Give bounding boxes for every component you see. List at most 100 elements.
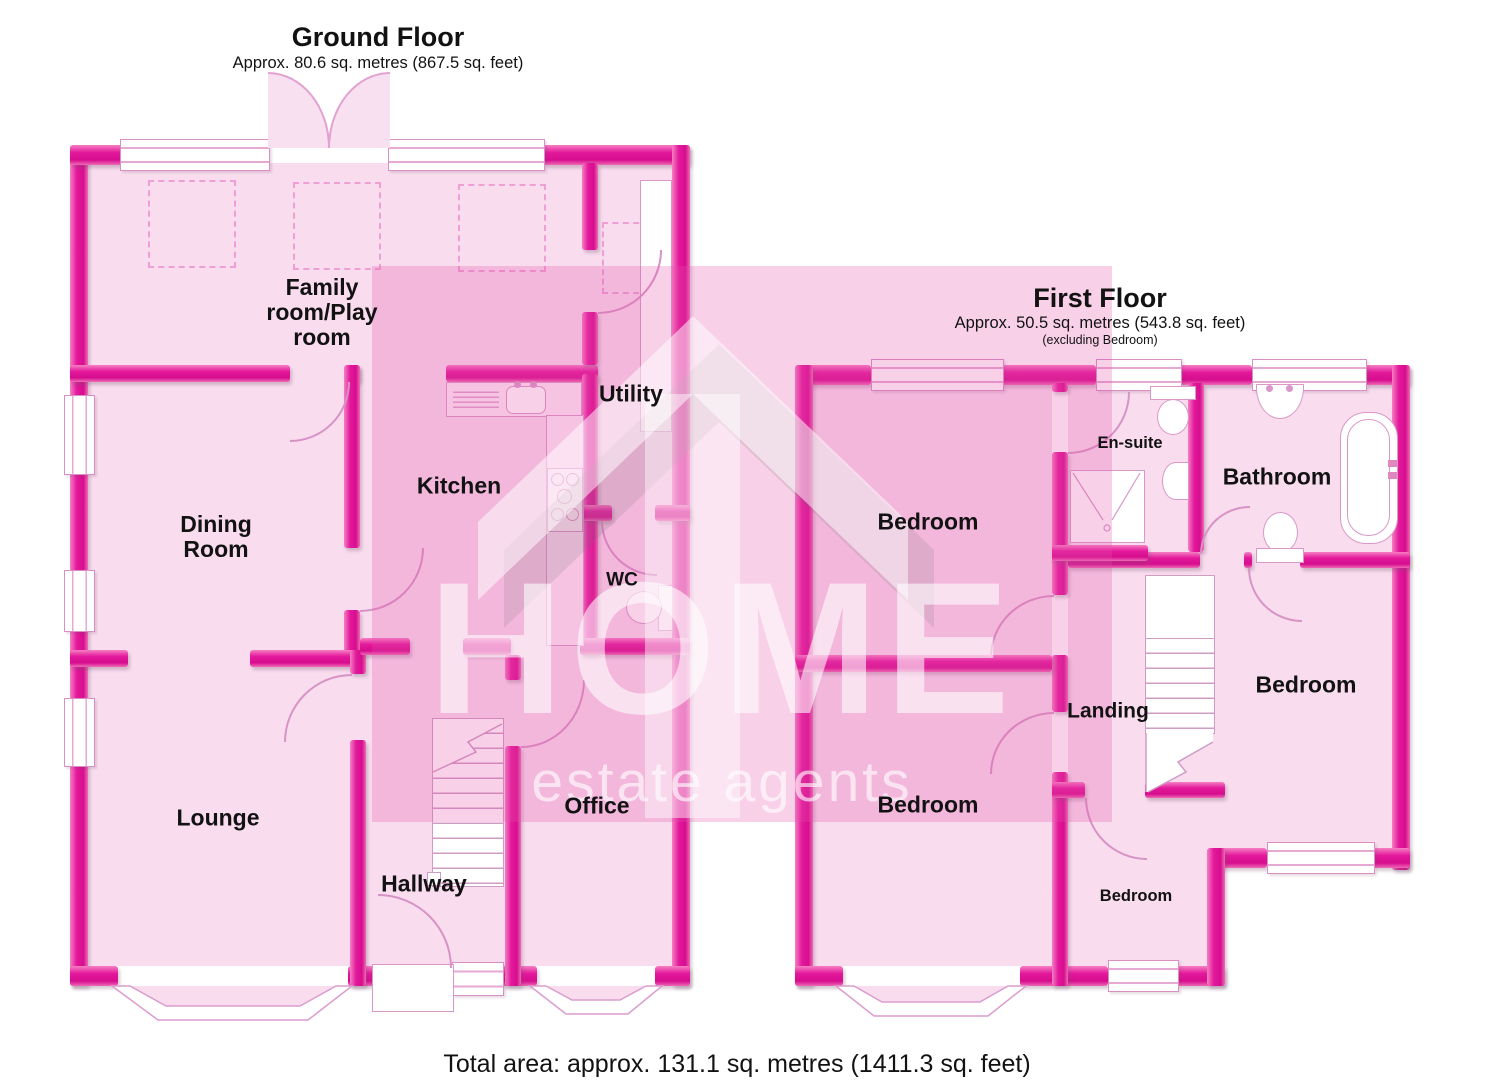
ground-floor-area: Approx. 80.6 sq. metres (867.5 sq. feet) — [232, 54, 524, 72]
wall — [1207, 848, 1225, 986]
wall — [70, 145, 122, 165]
roof-light — [458, 184, 546, 272]
wall — [1052, 383, 1068, 392]
front-door — [372, 964, 454, 1012]
first-floor-area: Approx. 50.5 sq. metres (543.8 sq. feet) — [954, 314, 1246, 332]
room-label-lounge: Lounge — [176, 804, 260, 831]
wall — [505, 655, 521, 680]
room-label-bedroom-bl: Bedroom — [877, 791, 979, 818]
room-label-landing: Landing — [1067, 699, 1149, 723]
kitchen-sink-icon — [506, 386, 546, 414]
wall — [1300, 552, 1410, 568]
window — [871, 359, 1004, 391]
wall — [1052, 655, 1068, 712]
room-label-bathroom: Bathroom — [1222, 463, 1332, 490]
wall — [250, 650, 360, 667]
wall — [70, 650, 128, 667]
wall — [1244, 552, 1252, 568]
watermark-brand: HOME — [428, 543, 1016, 753]
wall — [446, 365, 598, 382]
wall — [505, 746, 521, 986]
tap-icon — [514, 381, 521, 388]
wall — [1052, 545, 1148, 561]
ground-floor-title: Ground Floor — [291, 22, 465, 52]
window — [1096, 359, 1182, 391]
wall — [655, 505, 690, 521]
wall — [350, 740, 366, 986]
wall — [1188, 383, 1204, 552]
tap-icon — [530, 381, 537, 388]
wall — [582, 312, 598, 365]
roof-light — [148, 180, 236, 268]
wall — [70, 966, 118, 986]
wall — [70, 471, 88, 572]
room-label-bedroom-small: Bedroom — [1099, 887, 1173, 906]
wall — [1052, 782, 1085, 798]
window — [64, 395, 95, 475]
room-label-utility: Utility — [599, 380, 663, 407]
room-label-kitchen: Kitchen — [416, 472, 502, 499]
tap-icon — [1266, 385, 1273, 392]
wall — [655, 966, 690, 986]
wall — [1145, 782, 1225, 798]
room-label-office: Office — [564, 792, 630, 819]
first-floor-note: (excluding Bedroom) — [1042, 333, 1158, 347]
toilet-icon — [1263, 512, 1298, 553]
wall — [795, 365, 871, 385]
wall — [70, 763, 88, 986]
wall — [350, 650, 366, 674]
wall — [70, 145, 88, 397]
window — [1108, 960, 1179, 992]
room-label-wc: WC — [606, 569, 638, 591]
wall — [1002, 365, 1096, 385]
wall — [344, 365, 360, 548]
tap-icon — [1286, 385, 1293, 392]
window — [1267, 842, 1375, 874]
stair-newel — [427, 872, 441, 886]
bath-tap-icon — [1388, 460, 1397, 467]
drainer-icon — [453, 388, 499, 410]
room-label-ensuite: En-suite — [1097, 434, 1163, 453]
window — [452, 962, 504, 996]
room-label-family: Family room/Play room — [266, 273, 378, 350]
window — [120, 139, 270, 171]
room-label-bedroom-tl: Bedroom — [877, 508, 979, 535]
wall — [1052, 772, 1068, 986]
wall — [360, 638, 410, 655]
first-floor-title: First Floor — [1033, 283, 1167, 313]
window — [388, 139, 545, 171]
wall — [795, 966, 843, 986]
wall — [582, 505, 612, 521]
bath-inner — [1347, 419, 1390, 536]
wall — [1373, 848, 1410, 868]
roof-light — [293, 182, 381, 270]
wall — [795, 365, 813, 986]
toilet-icon — [626, 591, 662, 624]
wall — [70, 365, 290, 382]
watermark-tagline: estate agents — [531, 750, 913, 814]
window — [64, 698, 95, 767]
wall — [795, 655, 1052, 672]
total-area-text: Total area: approx. 131.1 sq. metres (14… — [443, 1050, 1031, 1078]
wall — [1180, 365, 1252, 385]
toilet-icon — [1157, 399, 1189, 435]
toilet-cistern-icon — [1256, 548, 1304, 563]
wall — [580, 638, 690, 655]
wall — [344, 610, 360, 660]
wall — [582, 163, 598, 250]
basin-icon — [1162, 462, 1189, 500]
bath-tap-icon — [1388, 472, 1397, 479]
room-label-dining: Dining Room — [180, 511, 252, 562]
wall — [543, 145, 690, 165]
wall — [463, 638, 511, 655]
room-label-hallway: Hallway — [381, 870, 467, 897]
room-label-bedroom-right: Bedroom — [1255, 671, 1357, 698]
